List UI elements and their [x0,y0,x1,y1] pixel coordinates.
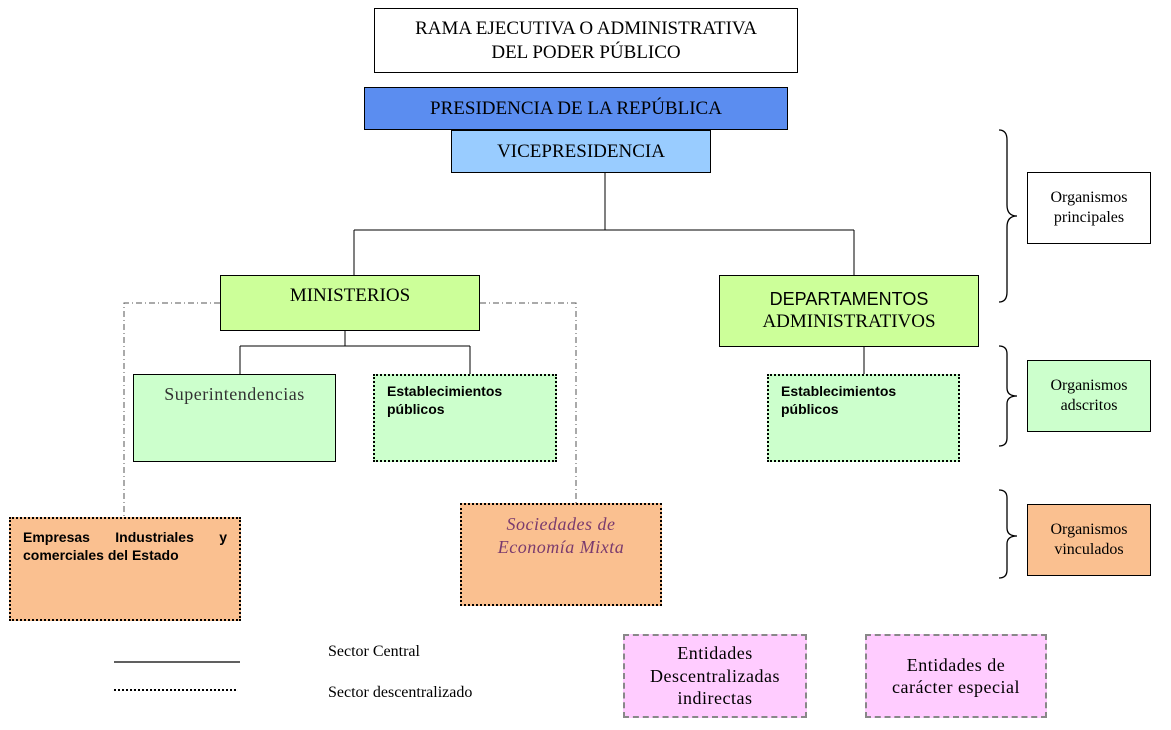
empresas-label: Empresas Industriales y comerciales del … [23,529,227,563]
establecimientos-line1: Establecimientos [387,383,503,399]
presidencia-box: PRESIDENCIA DE LA REPÚBLICA [364,87,788,130]
establecimientos-ministerios-box: Establecimientos públicos [373,374,557,462]
legend-sector-central: Sector Central [328,643,420,660]
establecimientos-line2: públicos [781,400,839,417]
vinculados-line1: Organismos [1050,521,1128,538]
sociedades-box: Sociedades de Economía Mixta [460,503,662,606]
ministerios-box: MINISTERIOS [220,275,480,331]
organismos-principales-label: Organismos principales [1027,172,1151,244]
superintendencias-box: Superintendencias [133,374,336,462]
departamentos-line2: ADMINISTRATIVOS [762,311,936,333]
title-line1: RAMA EJECUTIVA O ADMINISTRATIVA [415,17,757,39]
establecimientos-line1: Establecimientos [781,383,897,399]
principales-line1: Organismos [1050,189,1128,206]
principales-line2: principales [1053,209,1125,226]
establecimientos-departamentos-box: Establecimientos públicos [767,374,960,462]
organismos-adscritos-label: Organismos adscritos [1027,360,1151,432]
especial-line1: Entidades de [906,654,1006,675]
title-box: RAMA EJECUTIVA O ADMINISTRATIVA DEL PODE… [374,8,798,73]
vinculados-line2: vinculados [1054,541,1124,558]
organismos-vinculados-label: Organismos vinculados [1027,504,1151,576]
vicepresidencia-box: VICEPRESIDENCIA [451,130,711,173]
empresas-box: Empresas Industriales y comerciales del … [9,517,241,621]
title-line2: DEL PODER PÚBLICO [491,41,681,63]
establecimientos-line2: públicos [387,400,445,417]
legend-sector-descentralizado: Sector descentralizado [328,684,473,701]
adscritos-line2: adscritos [1060,397,1118,414]
indirectas-line3: indirectas [677,688,753,709]
adscritos-line1: Organismos [1050,377,1128,394]
entidades-especial-box: Entidades de carácter especial [865,634,1047,718]
sociedades-line2: Economía Mixta [497,536,625,557]
indirectas-line1: Entidades [677,643,753,664]
entidades-indirectas-box: Entidades Descentralizadas indirectas [623,634,807,718]
departamentos-box: DEPARTAMENTOS ADMINISTRATIVOS [719,275,979,347]
departamentos-line1: DEPARTAMENTOS [769,288,929,309]
indirectas-line2: Descentralizadas [650,665,780,686]
especial-line2: carácter especial [892,677,1020,697]
sociedades-line1: Sociedades de [506,514,616,534]
